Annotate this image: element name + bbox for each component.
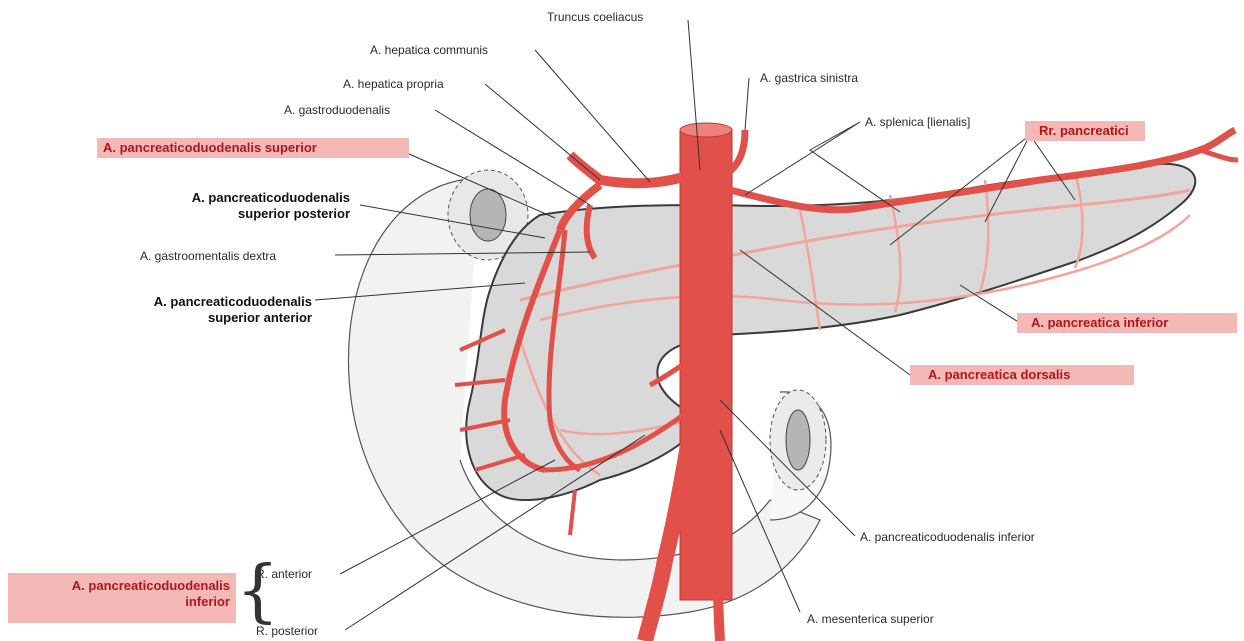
label-pd-sup-posterior-line1: A. pancreaticoduodenalis bbox=[130, 190, 350, 206]
label-pd-sup-anterior-line2: superior anterior bbox=[92, 310, 312, 326]
head-branch-5 bbox=[570, 490, 575, 535]
label-gastrica-sinistra: A. gastrica sinistra bbox=[760, 71, 858, 85]
label-pancreatica-dorsalis: A. pancreatica dorsalis bbox=[910, 365, 1134, 385]
label-rr-pancreatici: Rr. pancreatici bbox=[1025, 121, 1145, 141]
bracket-icon: { bbox=[236, 552, 279, 632]
label-pd-inferior-left-line1: A. pancreaticoduodenalis bbox=[14, 578, 230, 594]
label-pancreatica-inferior: A. pancreatica inferior bbox=[1017, 313, 1237, 333]
aorta-top bbox=[680, 123, 732, 137]
label-pd-inferior-left: A. pancreaticoduodenalis inferior bbox=[8, 573, 236, 623]
smv-left-branch bbox=[718, 420, 720, 641]
label-hepatica-communis: A. hepatica communis bbox=[370, 43, 488, 57]
label-gastroomentalis-dextra: A. gastroomentalis dextra bbox=[140, 249, 276, 263]
pylorus-lumen bbox=[470, 189, 506, 241]
label-pd-superior: A. pancreaticoduodenalis superior bbox=[97, 138, 409, 158]
label-gastroduodenalis: A. gastroduodenalis bbox=[284, 103, 390, 117]
label-pd-sup-anterior-line1: A. pancreaticoduodenalis bbox=[92, 294, 312, 310]
label-splenica: A. splenica [lienalis] bbox=[865, 115, 970, 129]
jejunum-lumen bbox=[786, 410, 810, 470]
label-pd-inferior-left-line2: inferior bbox=[14, 594, 230, 610]
label-truncus-coeliacus: Truncus coeliacus bbox=[547, 10, 643, 24]
aorta bbox=[680, 130, 732, 600]
label-mesenterica-superior: A. mesenterica superior bbox=[807, 612, 934, 626]
splenic-branch bbox=[1200, 150, 1238, 160]
label-pd-inferior-right: A. pancreaticoduodenalis inferior bbox=[860, 530, 1035, 544]
label-hepatica-propria: A. hepatica propria bbox=[343, 77, 444, 91]
label-pd-sup-anterior: A. pancreaticoduodenalis superior anteri… bbox=[92, 294, 312, 326]
label-pd-sup-posterior: A. pancreaticoduodenalis superior poster… bbox=[130, 190, 350, 222]
label-pd-sup-posterior-line2: superior posterior bbox=[130, 206, 350, 222]
